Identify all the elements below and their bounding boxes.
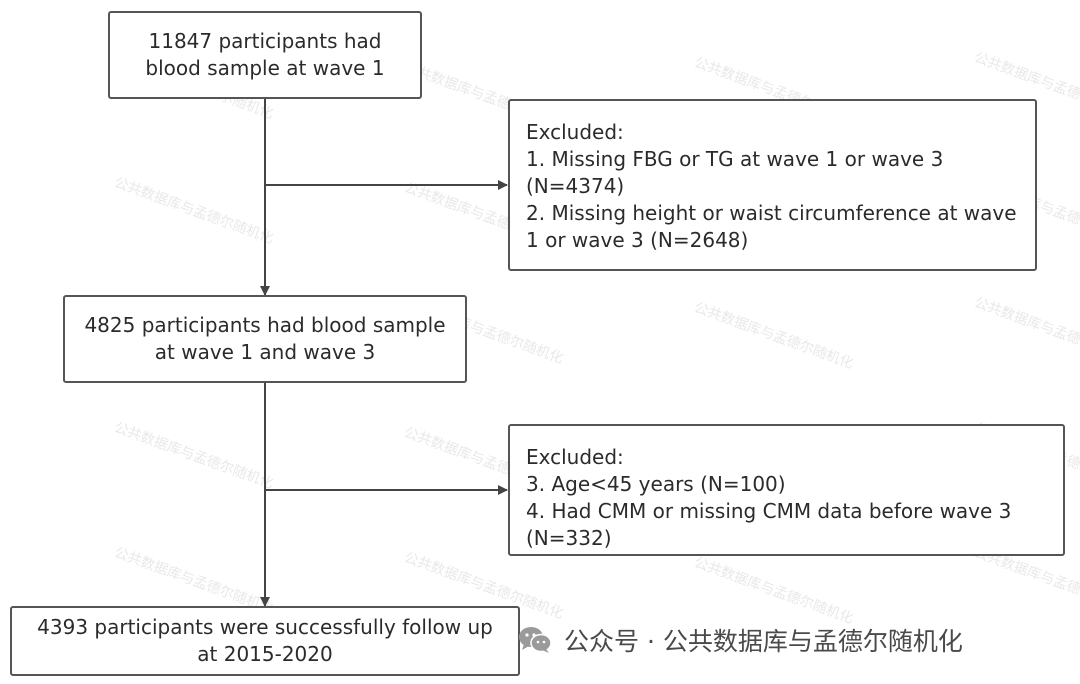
exclusion-heading: Excluded: — [526, 445, 624, 469]
exclusion-item: (N=4374) — [526, 174, 625, 198]
box-text-line: at wave 1 and wave 3 — [154, 340, 376, 364]
exclusion-item: 1 or wave 3 (N=2648) — [526, 228, 749, 252]
exclusion-item: 1. Missing FBG or TG at wave 1 or wave 3 — [526, 147, 944, 171]
box-text-line: blood sample at wave 1 — [145, 56, 385, 80]
exclusion-heading: Excluded: — [526, 120, 624, 144]
exclusion-box-1: Excluded: 1. Missing FBG or TG at wave 1… — [508, 99, 1037, 271]
exclusion-item: 3. Age<45 years (N=100) — [526, 472, 786, 496]
box-text-line: at 2015-2020 — [197, 642, 333, 666]
start-box: 11847 participants had blood sample at w… — [108, 11, 422, 99]
box-text-line: 4393 participants were successfully foll… — [37, 615, 493, 639]
exclusion-item: 2. Missing height or waist circumference… — [526, 201, 1017, 225]
mid-box: 4825 participants had blood sample at wa… — [63, 295, 467, 383]
box-text-line: 11847 participants had — [148, 29, 382, 53]
wechat-icon — [519, 627, 552, 653]
footer-label: 公众号 · 公共数据库与孟德尔随机化 — [564, 627, 963, 656]
final-box: 4393 participants were successfully foll… — [10, 606, 520, 676]
exclusion-item: 4. Had CMM or missing CMM data before wa… — [526, 499, 1012, 523]
wechat-footer: 公众号 · 公共数据库与孟德尔随机化 — [518, 620, 963, 660]
exclusion-item: (N=332) — [526, 526, 612, 550]
exclusion-box-2: Excluded: 3. Age<45 years (N=100) 4. Had… — [508, 424, 1065, 556]
box-text-line: 4825 participants had blood sample — [84, 313, 446, 337]
